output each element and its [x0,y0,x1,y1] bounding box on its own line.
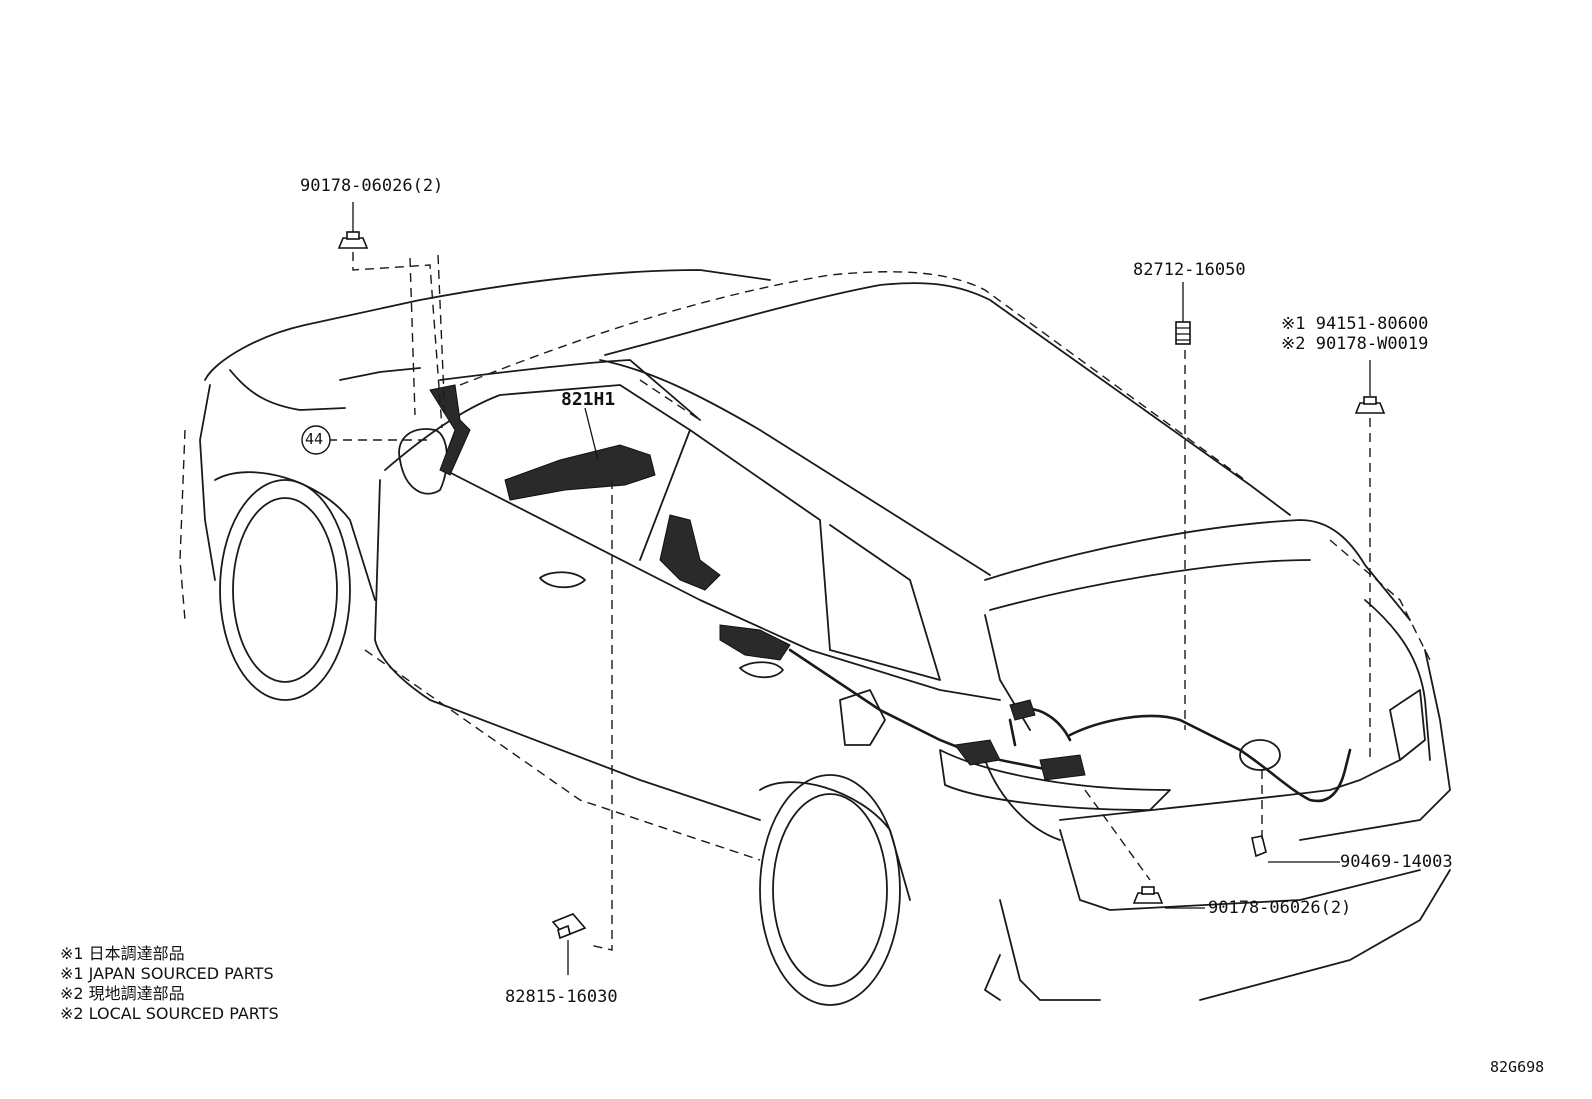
wire-harness [429,384,1352,803]
wheel-rear [759,774,911,1006]
sensor-top-icon [1175,321,1191,345]
car-body [179,269,1451,1001]
label-harness-main: 821H1 [561,389,616,410]
bracket-icon [551,913,587,940]
grommet-icon [1251,835,1267,858]
label-clip-note-1: ※1 94151-80600 [1281,314,1429,334]
label-nut-rear: 90178-06026(2) [1208,898,1352,918]
label-nut-front: 90178-06026(2) [300,176,444,196]
label-bracket: 82815-16030 [505,987,618,1007]
label-grommet: 90469-14003 [1340,852,1453,872]
wheel-front [214,471,376,701]
callout-circle [301,425,331,455]
clip-nut-right-icon [1354,396,1386,414]
guide-lines [328,252,1371,951]
note-1: ※1 日本調達部品 [60,944,185,963]
label-callout-ref: 44 [305,430,324,448]
figure-code: 82G698 [1490,1058,1545,1076]
label-clip-note-2: ※2 90178-W0019 [1281,334,1429,354]
note-2: ※1 JAPAN SOURCED PARTS [60,964,274,983]
note-3: ※2 現地調達部品 [60,984,185,1003]
nut-front-icon [337,231,369,249]
nut-rear-icon [1132,886,1164,904]
leader-lines [352,202,1371,975]
label-sensor-top: 82712-16050 [1133,260,1246,280]
note-4: ※2 LOCAL SOURCED PARTS [60,1004,279,1023]
